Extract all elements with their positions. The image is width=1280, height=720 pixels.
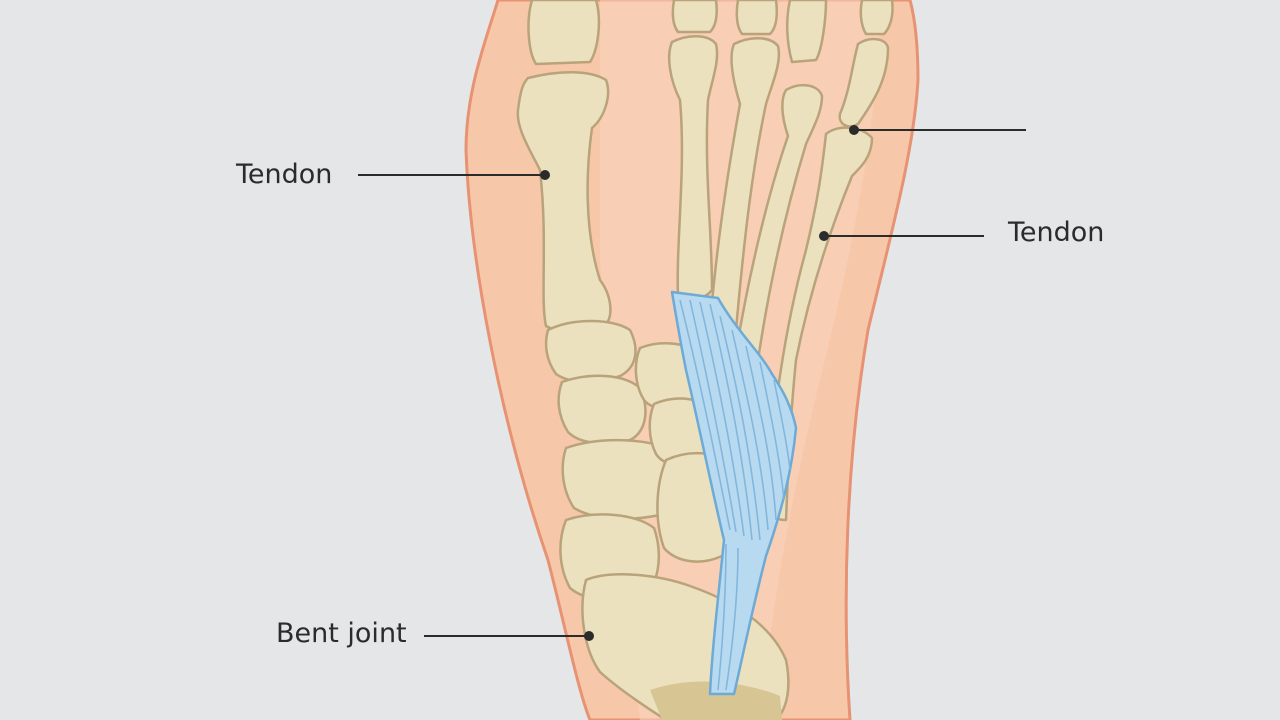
leader-dot-tendon-right [819, 231, 829, 241]
third-toe-phalanx [735, 0, 778, 36]
big-toe-distal-phalanx [527, 0, 601, 66]
leader-dot-top-right [849, 125, 859, 135]
label-tendon-right: Tendon [1008, 217, 1105, 248]
second-toe-phalanx [671, 0, 718, 34]
tendon-band [670, 290, 798, 696]
fourth-toe-phalanx [786, 0, 828, 64]
leader-dot-tendon-left [540, 170, 550, 180]
fifth-toe-proximal-phalanx [838, 37, 890, 128]
annotations [358, 125, 1026, 641]
label-bent-joint: Bent joint [276, 618, 407, 649]
fifth-toe-middle-phalanx [859, 0, 894, 36]
tendon-group [670, 290, 798, 696]
first-metatarsal-base [544, 319, 637, 384]
bones-group [516, 0, 894, 720]
leader-dot-bent-joint [584, 631, 594, 641]
medial-cuneiform [557, 374, 647, 445]
calcaneus-shadow [650, 681, 782, 720]
label-tendon-left: Tendon [236, 159, 333, 190]
